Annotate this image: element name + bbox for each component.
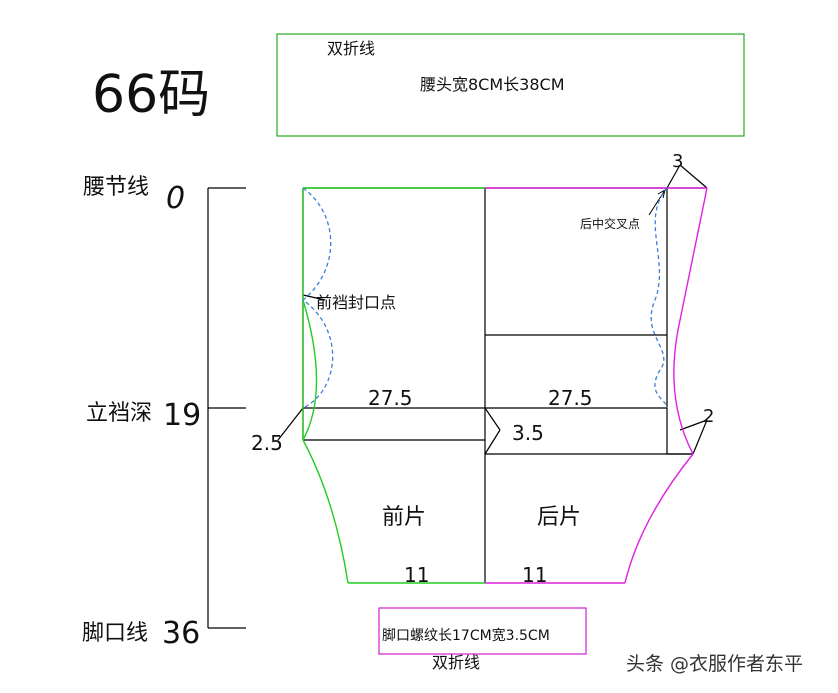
back-piece-label: 后片 — [537, 505, 581, 530]
cuff-box — [378, 607, 587, 655]
waistband-fold-label: 双折线 — [327, 39, 375, 58]
hem-line-label: 脚口线 — [82, 621, 148, 646]
measure-ruler — [207, 187, 246, 629]
front-outline — [302, 187, 485, 584]
front-crotch-seal-point: 前裆封口点 — [316, 293, 396, 312]
front-crotch-ext: 2.5 — [251, 431, 283, 455]
back-hip-width: 27.5 — [548, 386, 593, 410]
dashed-curves — [301, 187, 668, 409]
crotch-depth-label: 立裆深 — [86, 401, 152, 426]
cuff-fold-label: 双折线 — [432, 653, 480, 672]
front-hip-width: 27.5 — [368, 386, 413, 410]
waist-line-label: 腰节线 — [83, 175, 149, 200]
front-hem-width: 11 — [404, 563, 429, 587]
waistband-spec: 腰头宽8CM长38CM — [420, 75, 565, 94]
hem-value: 36 — [162, 616, 200, 651]
waistband-box — [276, 33, 745, 137]
back-outline — [485, 187, 708, 584]
back-step: 3.5 — [512, 421, 544, 445]
structure-lines — [277, 164, 708, 583]
back-hem-width: 11 — [522, 563, 547, 587]
back-crotch-ext: 2 — [703, 406, 714, 427]
back-cross-point: 后中交叉点 — [580, 216, 640, 231]
cuff-spec: 脚口螺纹长17CM宽3.5CM — [382, 627, 550, 644]
front-piece-label: 前片 — [382, 505, 426, 530]
crotch-depth-value: 19 — [163, 398, 201, 433]
back-waist-raise: 3 — [672, 151, 683, 172]
size-title: 66码 — [92, 65, 210, 125]
waist-value: 0 — [166, 181, 185, 216]
watermark: 头条 @衣服作者东平 — [626, 653, 803, 675]
